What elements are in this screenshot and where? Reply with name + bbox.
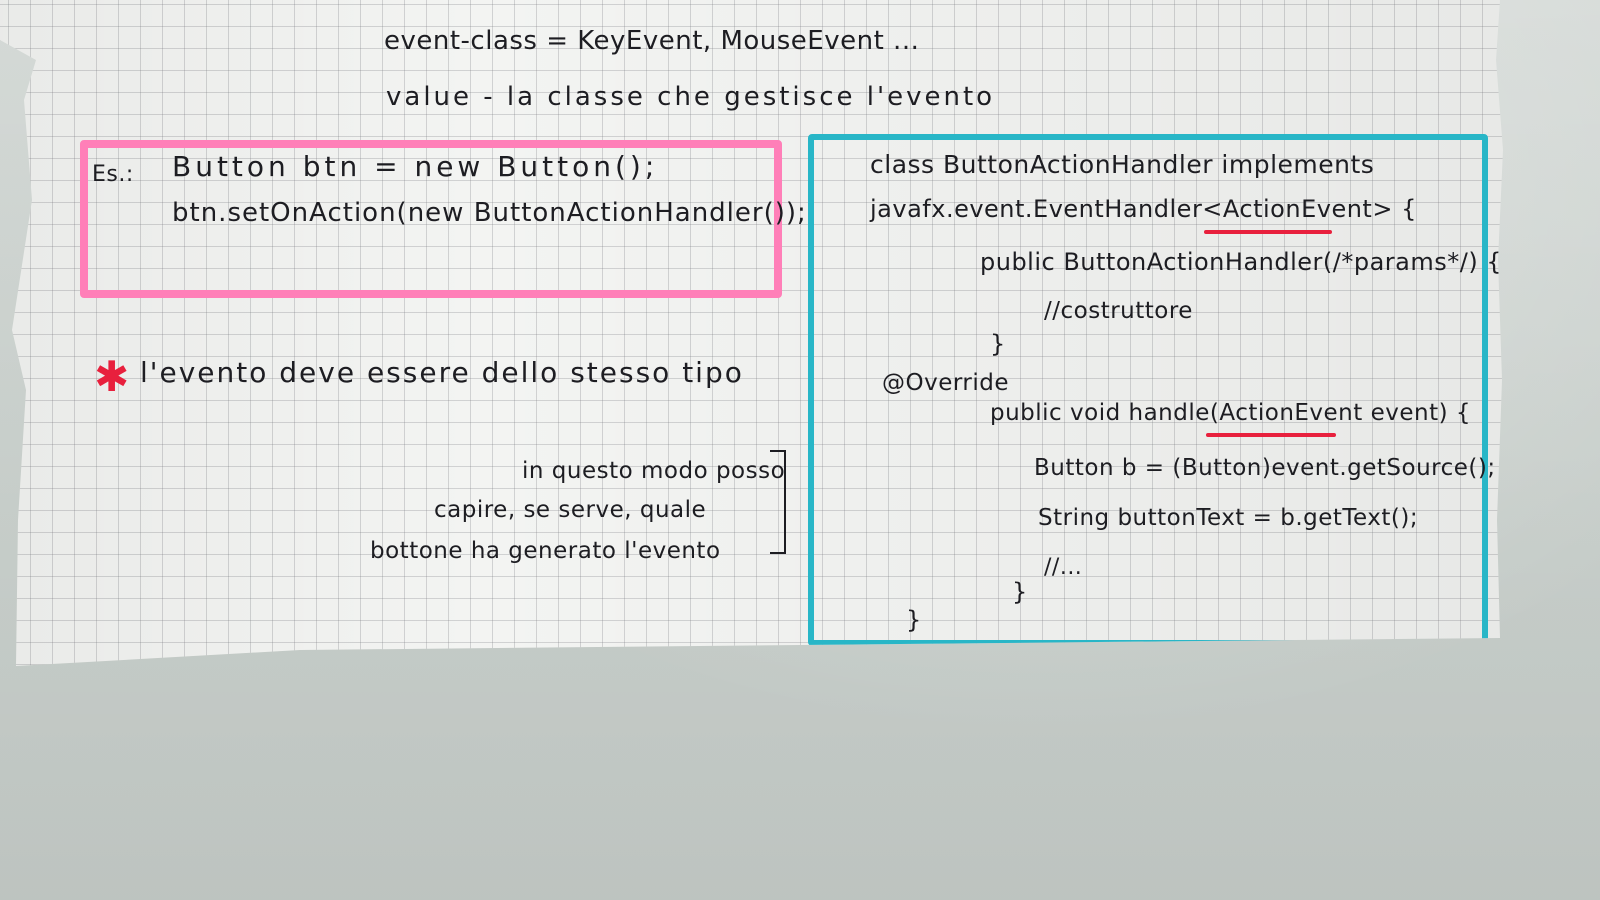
code-line-8: Button b = (Button)event.getSource(); [1034, 455, 1496, 481]
code-line-10: //... [1044, 555, 1083, 580]
side-note-bracket [770, 450, 786, 554]
code-line-9: String buttonText = b.getText(); [1038, 505, 1419, 531]
code-line-6: @Override [882, 370, 1010, 396]
code-line-12: } [906, 606, 922, 634]
actionevent-underline-1 [1204, 230, 1332, 234]
side-note-line-2: capire, se serve, quale [434, 497, 707, 523]
side-note-line-3: bottone ha generato l'evento [370, 538, 721, 564]
side-note-line-1: in questo modo posso [522, 458, 786, 484]
code-line-1: class ButtonActionHandler implements [870, 150, 1375, 179]
example-line-1: Button btn = new Button(); [172, 150, 659, 183]
header-line-value: value - la classe che gestisce l'evento [386, 82, 996, 112]
asterisk-icon: ✱ [94, 352, 130, 401]
header-line-event-class: event-class = KeyEvent, MouseEvent ... [384, 26, 920, 56]
code-line-3: public ButtonActionHandler(/*params*/) { [980, 248, 1503, 276]
example-line-2: btn.setOnAction(new ButtonActionHandler(… [172, 198, 807, 228]
code-line-11: } [1012, 578, 1028, 606]
example-label: Es.: [92, 162, 134, 187]
code-line-2: javafx.event.EventHandler<ActionEvent> { [870, 195, 1417, 223]
actionevent-underline-2 [1206, 433, 1336, 437]
star-note: l'evento deve essere dello stesso tipo [140, 356, 744, 389]
example-box [80, 140, 782, 298]
grid-paper-sheet: event-class = KeyEvent, MouseEvent ... v… [0, 0, 1503, 666]
code-line-7: public void handle(ActionEvent event) { [990, 400, 1472, 426]
code-line-4: //costruttore [1044, 298, 1193, 324]
code-line-5: } [990, 330, 1006, 358]
